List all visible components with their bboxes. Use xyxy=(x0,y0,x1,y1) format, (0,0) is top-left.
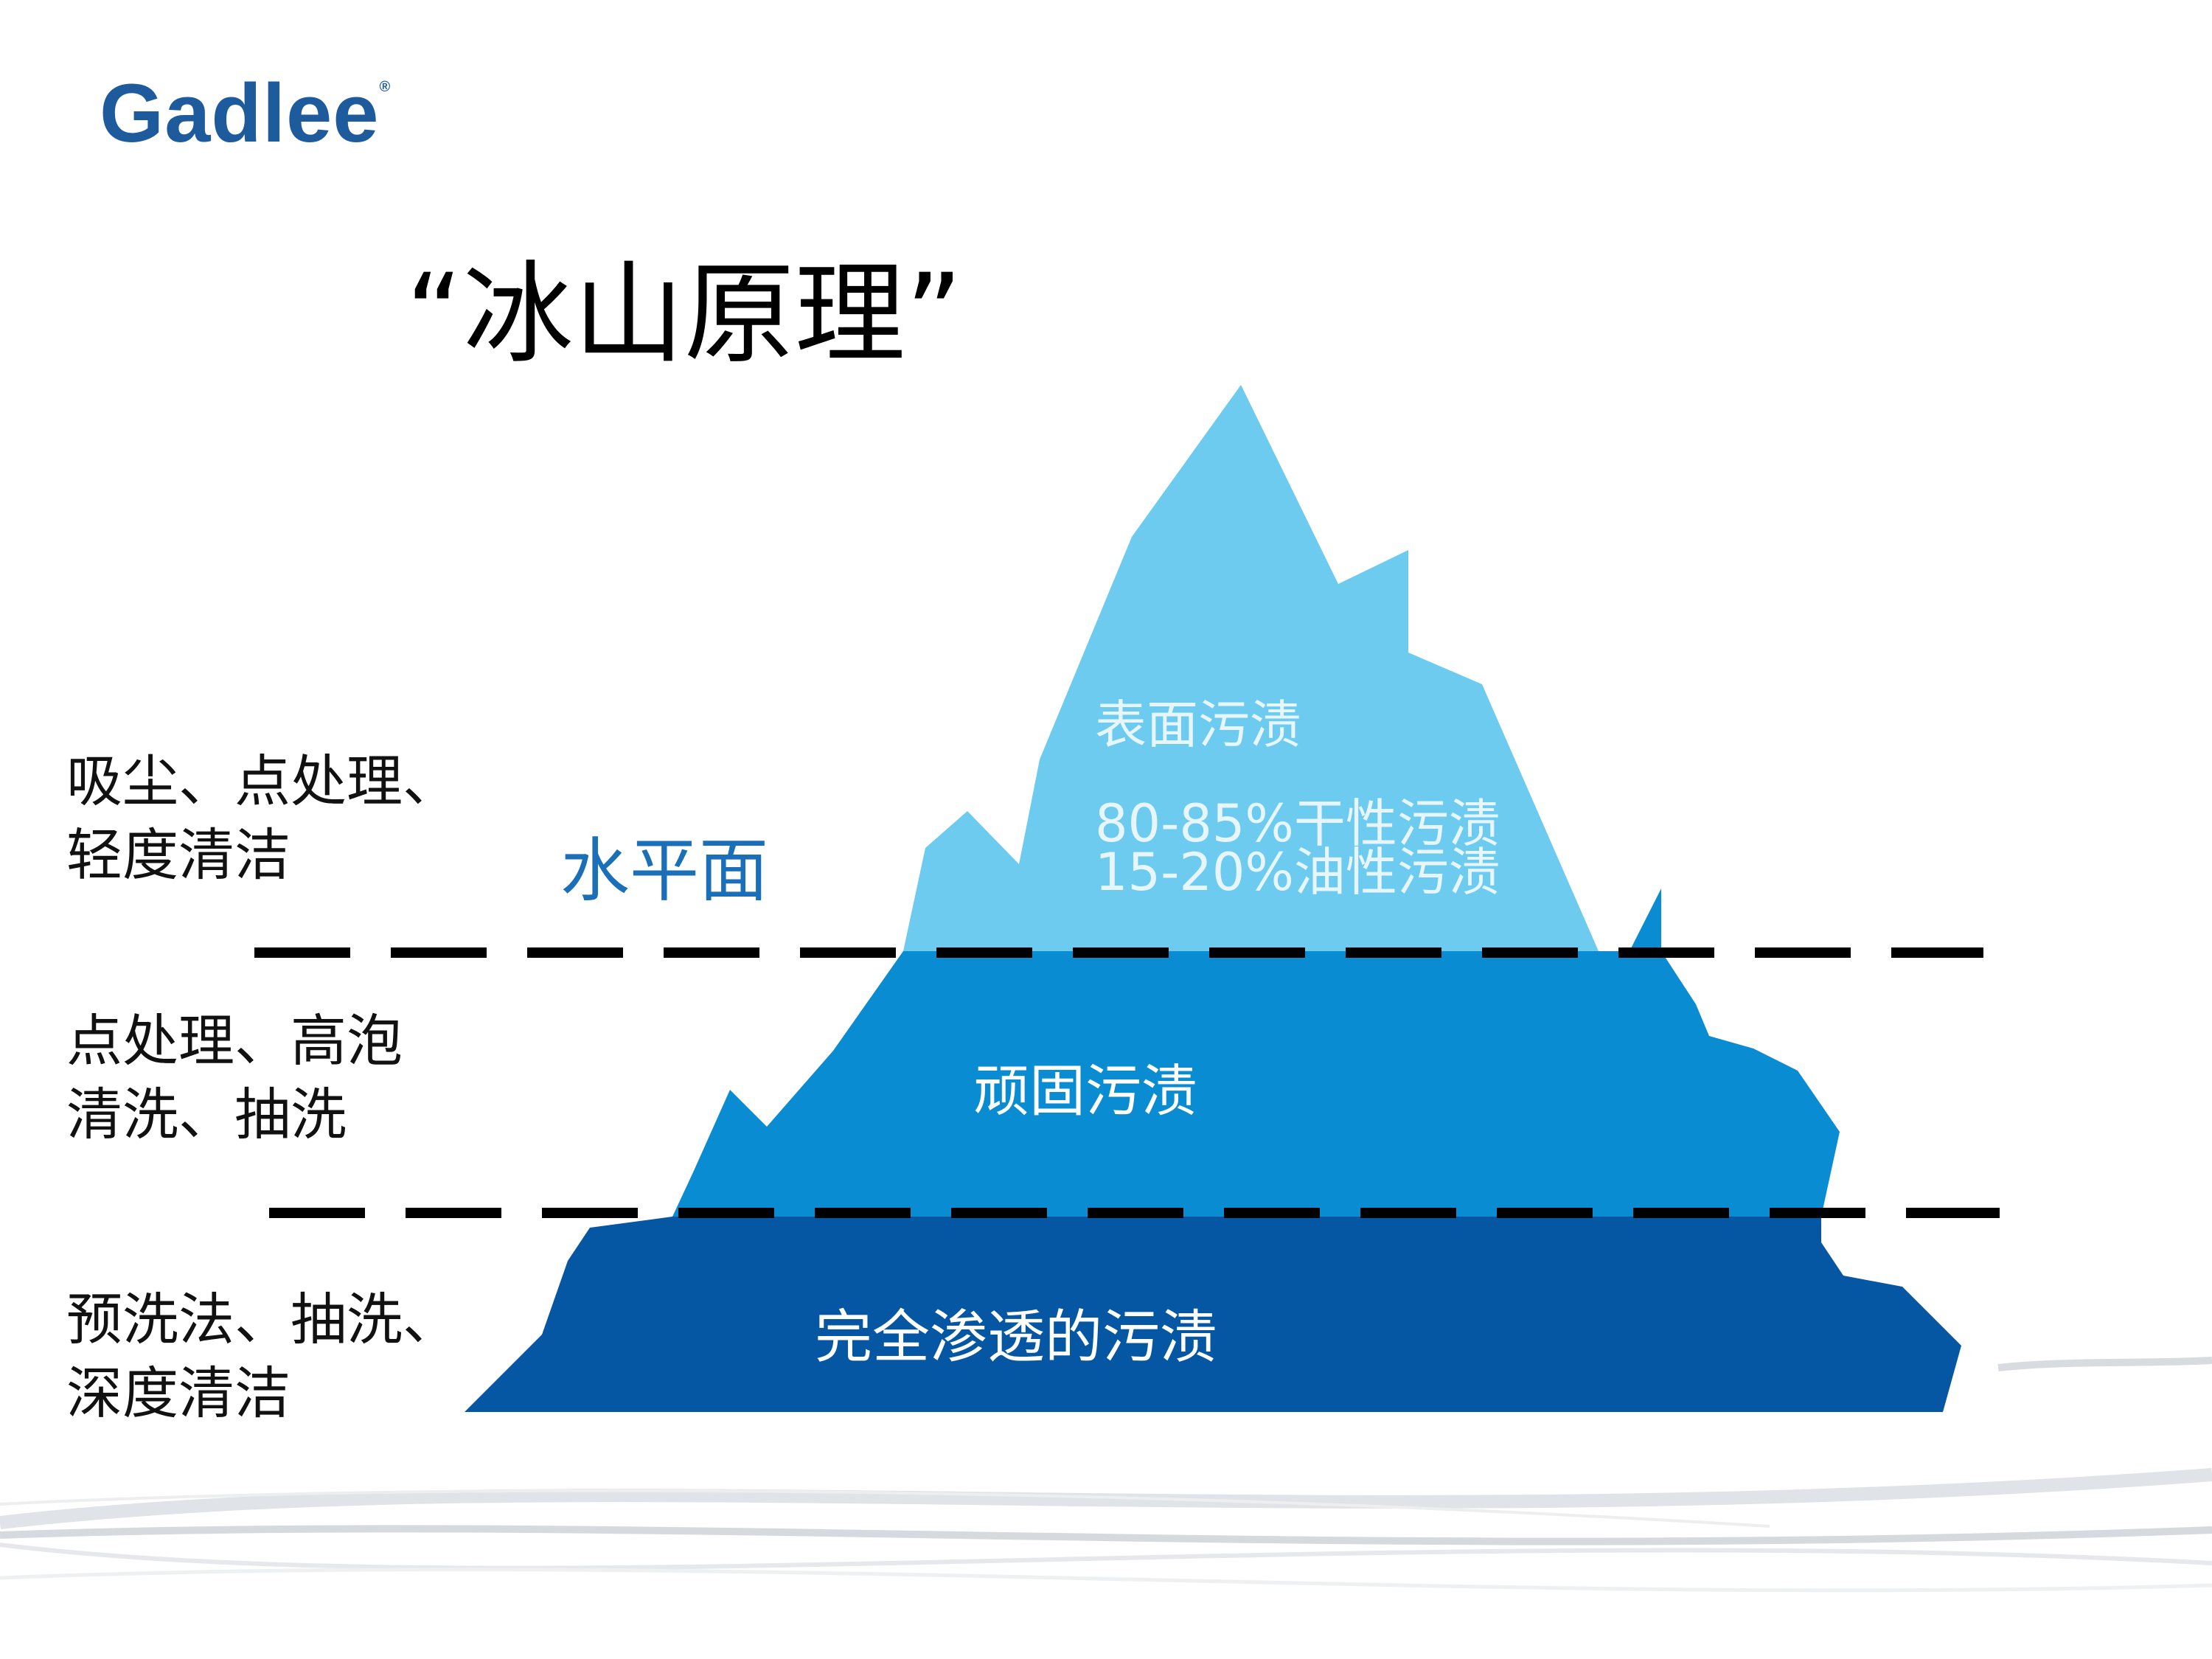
middle-method-label: 点处理、高泡 清洗、抽洗 xyxy=(66,1008,403,1147)
middle-heading: 顽固污渍 xyxy=(973,1058,1197,1124)
surface-method-label: 吸尘、点处理、 轻度清洁 xyxy=(66,748,459,888)
swoosh-line xyxy=(1997,1357,2212,1371)
logo-mark: ® xyxy=(379,79,392,95)
swoosh-line xyxy=(0,1568,2212,1593)
water-level-label: 水平面 xyxy=(560,831,769,911)
surface-detail-oily: 15-20%油性污渍 xyxy=(1095,842,1500,902)
surface-detail-dry: 80-85%干性污渍 xyxy=(1095,793,1500,854)
deep-heading: 完全渗透的污渍 xyxy=(815,1304,1218,1371)
deep-method-label: 预洗法、抽洗、 深度清洁 xyxy=(66,1287,459,1426)
page-title: “冰山原理” xyxy=(406,251,963,379)
brand-logo: Gadlee® xyxy=(100,72,391,155)
iceberg-surface-spike xyxy=(1630,888,1661,951)
swoosh-line xyxy=(0,1525,2212,1545)
iceberg-deep-layer xyxy=(465,1217,1961,1412)
swoosh-line xyxy=(0,1543,2212,1571)
iceberg-surface-layer xyxy=(903,385,1599,951)
swoosh-line xyxy=(0,1468,2212,1529)
surface-heading: 表面污渍 xyxy=(1095,695,1301,755)
logo-text: Gadlee xyxy=(100,67,380,159)
swoosh-line xyxy=(0,1489,1770,1528)
iceberg-middle-layer xyxy=(672,951,1840,1217)
